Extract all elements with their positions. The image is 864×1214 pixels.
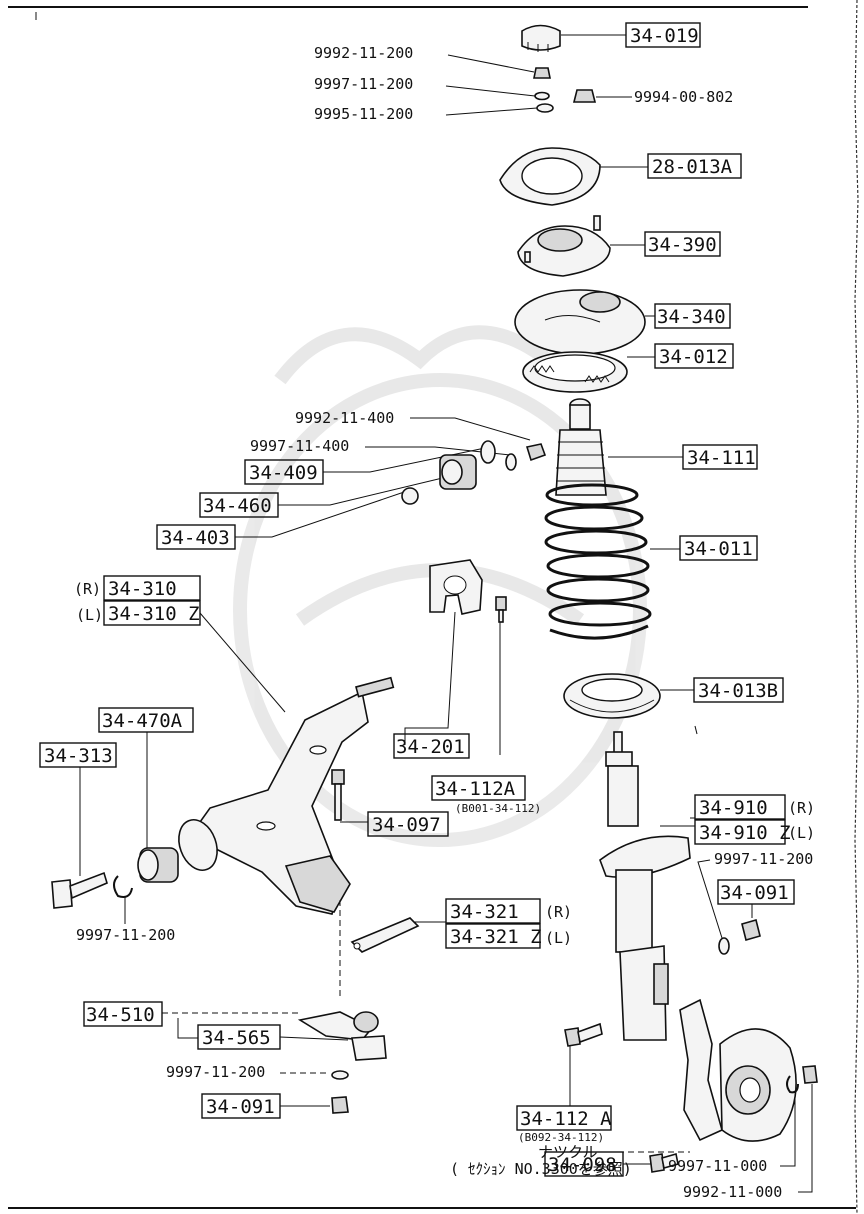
label-b092: (B092-34-112): [518, 1131, 604, 1144]
label-r-mark: (R): [74, 580, 101, 598]
bolt-34-112A-bottom: [564, 1022, 603, 1047]
nut-34-091-right: [741, 919, 761, 941]
washer-9997-11-400: [505, 453, 517, 471]
label-9997-11-400: 9997-11-400: [250, 437, 349, 455]
knuckle-part: [679, 998, 797, 1142]
bolt-34-098: [649, 1152, 679, 1173]
label-9997-11-200-left: 9997-11-200: [76, 926, 175, 944]
nut-9992-11-400-part: [525, 443, 547, 462]
label-34-340: 34-340: [657, 306, 726, 328]
right-edge: [854, 0, 859, 1214]
nut-9994-part: [572, 89, 597, 103]
label-b001: (B001-34-112): [455, 802, 541, 815]
washer-34-403: [401, 487, 419, 505]
bearing-ring-part: [522, 351, 628, 393]
label-34-321-r: (R): [545, 903, 572, 921]
label-box-34-019: [625, 22, 701, 48]
label-34-112A-bottom: 34-112 A: [520, 1108, 612, 1130]
label-34-313: 34-313: [44, 745, 113, 767]
arm-bushing-34-470A: [137, 847, 179, 883]
label-34-097: 34-097: [372, 814, 441, 836]
stabilizer-bracket-part: [429, 559, 483, 615]
label-section-ref: ( ｾｸｼｮﾝ NO.3300を参照): [450, 1160, 632, 1178]
label-34-012: 34-012: [659, 346, 728, 368]
label-34-098: 34-098: [548, 1154, 617, 1176]
coil-spring-part: [544, 483, 652, 640]
label-34-013B: 34-013B: [698, 680, 778, 702]
nut-small-part: [533, 67, 551, 79]
label-34-910-r: (R): [788, 799, 815, 817]
label-34-460: 34-460: [203, 495, 272, 517]
label-9992-11-400: 9992-11-400: [295, 409, 394, 427]
washer-small-1: [534, 91, 550, 101]
plate-34-321: [350, 917, 420, 953]
label-34-510: 34-510: [86, 1004, 155, 1026]
label-34-112A-top: 34-112A: [435, 778, 516, 800]
dust-cap-part: [521, 24, 561, 52]
lock-washer-knuckle: [786, 1075, 799, 1094]
label-34-565: 34-565: [202, 1027, 271, 1049]
label-9997-11-000: 9997-11-000: [668, 1157, 767, 1175]
label-34-321Z: 34-321 Z: [450, 926, 542, 948]
nut-34-091-bottom: [331, 1096, 349, 1114]
nut-knuckle: [802, 1065, 818, 1084]
shock-absorber-34-910: [599, 731, 691, 1041]
arm-bolt-34-313: [51, 871, 108, 909]
rubber-bushing-34-460: [439, 454, 477, 490]
label-34-011: 34-011: [684, 538, 753, 560]
spring-seat-part: [514, 289, 646, 355]
bump-stop-boot-part: [555, 398, 607, 496]
bolt-34-097: [331, 769, 345, 821]
lower-control-arm-part: [178, 676, 395, 915]
label-34-910: 34-910: [699, 797, 768, 819]
label-34-390: 34-390: [648, 234, 717, 256]
washer-small-2: [536, 103, 554, 113]
label-34-091-bottom: 34-091: [206, 1096, 275, 1118]
washer-34-409: [480, 440, 496, 464]
label-34-091-right: 34-091: [720, 882, 789, 904]
label-34-201: 34-201: [396, 736, 465, 758]
label-9997-11-200-top: 9997-11-200: [314, 75, 413, 93]
upper-mount-part: [517, 215, 611, 277]
label-34-910-l: (L): [788, 824, 815, 842]
label-34-403: 34-403: [161, 527, 230, 549]
label-34-470A: 34-470A: [102, 710, 183, 732]
label-34-409: 34-409: [249, 462, 318, 484]
lower-insulator-part: [563, 673, 661, 719]
label-28-013A: 28-013A: [652, 156, 733, 178]
bolt-34-112A-top: [495, 596, 507, 623]
label-9995-11-200: 9995-11-200: [314, 105, 413, 123]
label-9997-11-200-right: 9997-11-200: [714, 850, 813, 868]
label-34-310Z: 34-310 Z: [108, 603, 200, 625]
label-34-321-l: (L): [545, 929, 572, 947]
washer-bottom: [331, 1070, 349, 1080]
label-9997-11-200-bottom: 9997-11-200: [166, 1063, 265, 1081]
label-34-310: 34-310: [108, 578, 177, 600]
label-34-910Z: 34-910 Z: [699, 822, 791, 844]
gasket-plate-part: [499, 147, 601, 206]
label-9994-00-802: 9994-00-802: [634, 88, 733, 106]
label-34-321: 34-321: [450, 901, 519, 923]
label-9992-11-200-top: 9992-11-200: [314, 44, 413, 62]
ball-joint-34-565: [297, 1011, 387, 1061]
label-34-111: 34-111: [687, 447, 756, 469]
label-34-019: 34-019: [630, 25, 699, 47]
lock-washer-left: [113, 875, 133, 898]
label-l-mark: (L): [76, 606, 103, 624]
label-9992-11-000: 9992-11-000: [683, 1183, 782, 1201]
washer-right: [718, 937, 730, 955]
